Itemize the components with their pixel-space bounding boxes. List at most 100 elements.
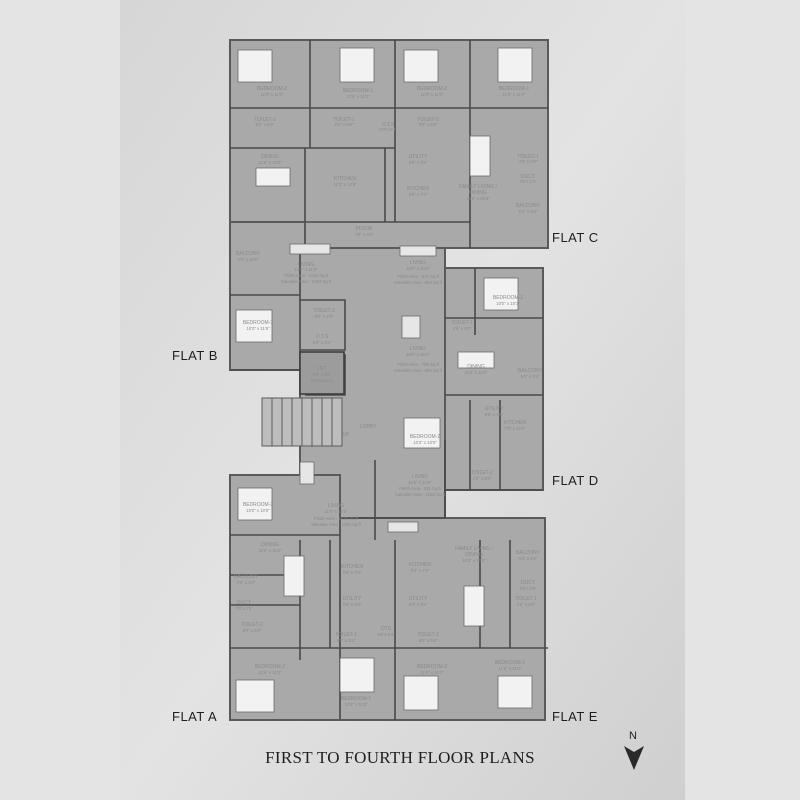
saleable-area: Saleable Area - 983 Sq.ft (394, 280, 443, 285)
saleable-area: Saleable Area - 1294 Sq.ft (281, 279, 332, 284)
room-dimension: 8'3" x 7'6" (411, 568, 430, 573)
room-dimension: 5'0"x 5'3" (379, 127, 397, 132)
room-label: KITCHEN (409, 562, 431, 568)
plinth-area: Plinth Area - 911 Sq.ft (399, 486, 441, 491)
room-label: DINING (469, 190, 487, 196)
room-dimension: 8'6" x 3'6" (343, 602, 362, 607)
room-dimension: 10'0" x 20'9" (466, 196, 490, 201)
room-dimension: 11'0" x 11'0" (503, 92, 526, 97)
room-dimension: 8'9" x 7'0" (409, 192, 428, 197)
room-dimension: 11'6" x 10'9" (258, 160, 282, 165)
room-label: FAMILY LIVING / (455, 546, 493, 552)
room-dimension: 4'0" x 8'0" (237, 580, 256, 585)
room-label: TOILET-2 (241, 622, 263, 628)
room-label: KITCHEN (504, 420, 526, 426)
room-dimension: 11'0" x 11'0" (421, 92, 444, 97)
room-label: DINING (261, 154, 279, 160)
room-label: KITCHEN (334, 176, 356, 182)
room-dimension: 13'9" x 11'0" (344, 702, 368, 707)
room-dimension: 4'6"x 2'0" (519, 179, 537, 184)
room-label: UTILITY (409, 154, 428, 160)
room-label: DUCT (521, 580, 535, 586)
room-labels: BEDROOM-2 11'0" x 11'0" BEDROOM-1 13'9" … (234, 86, 543, 707)
flat-c-label: FLAT C (552, 230, 599, 245)
room-label: LIVING (412, 474, 429, 480)
saleable-area: Saleable Area - 886 Sq.ft (394, 368, 443, 373)
room-label: BEDROOM-2 (417, 86, 448, 92)
room-dimension: 10'0" x 10'3" (496, 301, 520, 306)
sofas (289, 243, 437, 533)
room-label: UTILITY (343, 596, 362, 602)
room-label: DINING (261, 542, 279, 548)
room-dimension: 4'6" x 8'0" (473, 476, 492, 481)
room-label: TOILET-2 (417, 632, 439, 638)
saleable-area: Saleable Area - 1028 Sq.ft (395, 492, 446, 497)
room-label: LIVING (328, 503, 345, 509)
room-dimension: 8'6" x 7'0" (343, 570, 362, 575)
room-label: BEDROOM-1 (495, 660, 526, 666)
stair-up-label: UP (343, 432, 351, 438)
drawing-title: FIRST TO FOURTH FLOOR PLANS (265, 748, 535, 767)
room-label: FAMILY LIVING / (459, 184, 497, 190)
lift-shaft (299, 351, 345, 395)
room-label: BEDROOM-1 (499, 86, 530, 92)
room-label: TOILET-1 (515, 596, 537, 602)
room-dimension: 10'0" x 10'0" (246, 508, 270, 513)
room-dimension: 8'3" x 3'6" (409, 602, 428, 607)
room-dimension: 11'6" x 10'0" (464, 370, 488, 375)
room-dimension: 12'3" x 10'9" (333, 182, 357, 187)
room-label: BALCONY (236, 251, 261, 257)
flat-a-label: FLAT A (172, 709, 218, 724)
room-label: TOILET-1 (335, 632, 357, 638)
room-dimension: 8'9" x 3'6" (409, 160, 428, 165)
room-dimension: 10'3" x 10'0" (413, 440, 437, 445)
room-label: TOILET-3 (313, 308, 335, 314)
lift-capacity: (8 Persons) (311, 378, 334, 383)
staircase (261, 397, 343, 447)
room-label: UTILITY (485, 406, 504, 412)
north-label: N (629, 730, 637, 742)
room-dimension: 10'0" x 11'6" (246, 326, 270, 331)
room-label: TOILET-2 (417, 117, 439, 123)
room-label: BEDROOM-1 (341, 696, 372, 702)
room-dimension: 8'0" x 5'6" (256, 122, 275, 127)
room-dimension: 11'0" x 11'0" (421, 670, 444, 675)
room-label: O.T.S (382, 122, 395, 128)
room-label: BEDROOM-2 (257, 86, 288, 92)
room-label: BEDROOM-2 (410, 434, 441, 440)
room-dimension: 4'6" x 8'6" (517, 602, 536, 607)
room-label: DUCT (237, 600, 251, 606)
room-dimension: 11'0" x 11'0" (261, 92, 284, 97)
room-label: BEDROOM-2 (255, 664, 286, 670)
room-label: KITCHEN (341, 564, 363, 570)
north-arrow-icon (624, 746, 644, 770)
plinth-area: Plinth Area - 1146 Sq.ft (284, 273, 329, 278)
room-label: UTILITY (409, 596, 428, 602)
saleable-area: Saleable Area - 1152 Sq.ft (311, 522, 362, 527)
beds (235, 47, 533, 713)
plinth-area: Plinth Area - 1020 Sq.ft (314, 516, 359, 521)
room-label: BEDROOM-3 (243, 320, 274, 326)
room-label: TOILET-1 (517, 154, 539, 160)
room-label: LIVING (410, 260, 427, 266)
flat-b-label: FLAT B (172, 348, 218, 363)
room-dimension: 3'9"x 2'0" (235, 606, 253, 611)
room-label: LOBBY (360, 424, 377, 430)
room-dimension: 13'6" x 11'9" (294, 267, 318, 272)
room-dimension: 8'0" x 3'3" (313, 340, 332, 345)
room-dimension: 11'0" x 15'9" (324, 509, 348, 514)
room-label: BEDROOM-2 (417, 664, 448, 670)
room-dimension: 4'6" x 3'6" (355, 232, 374, 237)
room-label: LIFT (317, 366, 327, 372)
room-dimension: 11'6" x 11'0" (259, 670, 282, 675)
room-dimension: 8'0" x 5'0" (243, 628, 262, 633)
room-dimension: 6'9" x 4'6" (485, 412, 504, 417)
room-label: LIVING (298, 262, 315, 268)
room-dimension: 5'0" x 9'6" (521, 374, 540, 379)
room-dimension: 4'6" x 8'0" (519, 159, 538, 164)
room-dimension: 10'0" x 10'9" (406, 266, 430, 271)
room-label: DINING (467, 364, 485, 370)
room-label: BALCONY (234, 574, 259, 580)
